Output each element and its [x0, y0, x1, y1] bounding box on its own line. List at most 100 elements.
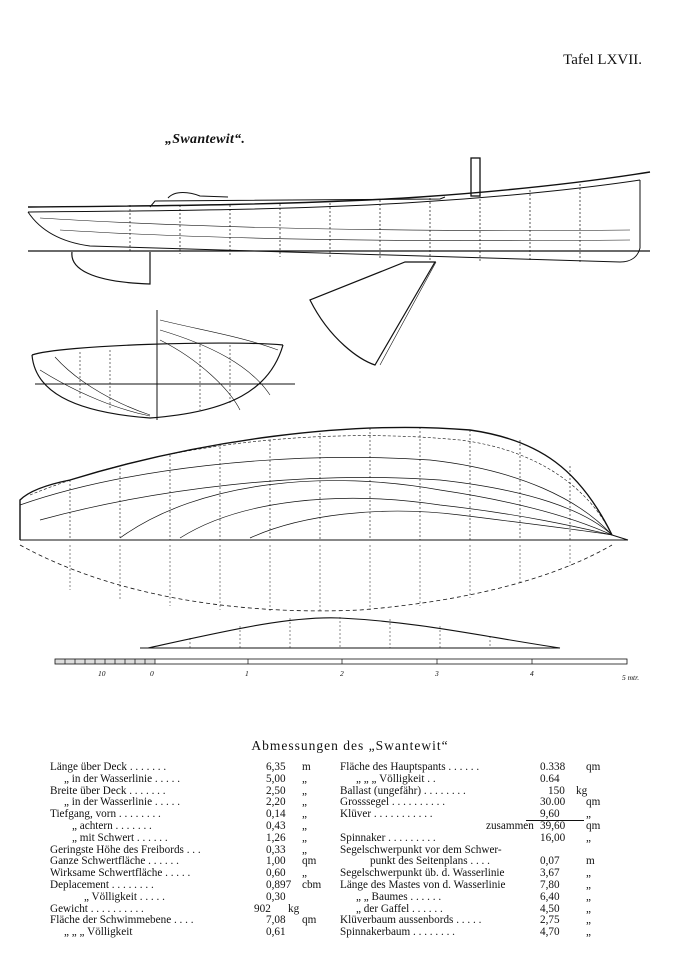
row-unit: kg [288, 902, 300, 915]
row-label: Grosssegel . . . . . . . . . . [340, 796, 446, 809]
row-label: Fläche des Hauptspants . . . . . . [340, 761, 480, 773]
row-unit: m [586, 855, 595, 868]
table-row: Spinnakerbaum . . . . . . . . 4,70 „ [340, 926, 640, 939]
table-row: Spinnaker . . . . . . . . . 16,00 „ [340, 831, 640, 845]
table-row: „ der Gaffel . . . . . . 4,50 „ [340, 902, 640, 916]
table-row: Grosssegel . . . . . . . . . . 30.00 qm [340, 797, 640, 809]
profile-view [27, 157, 651, 366]
row-label: „ Völligkeit . . . . . [84, 890, 165, 903]
row-value: 4,70 [540, 926, 560, 939]
row-value: 0,61 [266, 926, 286, 939]
body-plan [31, 310, 295, 420]
row-value: 902 [254, 902, 271, 915]
table-row: Gewicht . . . . . . . . . . 902 kg [50, 902, 340, 916]
row-value: 0,43 [266, 819, 286, 832]
row-unit: „ [302, 819, 307, 832]
row-unit: qm [302, 914, 317, 927]
row-value: 0,14 [266, 808, 286, 821]
row-value: 6,35 [266, 761, 286, 773]
row-label: Spinnaker . . . . . . . . . [340, 831, 436, 844]
table-row: „ „ „ Völligkeit . .0.64 [340, 772, 640, 786]
table-row: Fläche des Hauptspants . . . . . . 0.338 q… [340, 761, 640, 774]
row-value: 0,897 [266, 878, 292, 891]
table-row: „ in der Wasserlinie . . . . . 2,20 „ [50, 797, 340, 809]
row-unit: m [302, 761, 311, 773]
row-label: Wirksame Schwertfläche . . . . . [50, 867, 191, 880]
row-unit: „ [302, 831, 307, 844]
scale-label: 2 [340, 669, 344, 678]
row-unit: „ [302, 796, 307, 809]
table-row: Länge des Mastes von d. Wasserlinie 7,80 „ [340, 878, 640, 892]
row-unit: „ [302, 808, 307, 821]
row-unit: „ [586, 808, 591, 821]
row-value: 1,00 [266, 855, 286, 868]
sum-underline [526, 820, 584, 822]
row-label: Segelschwerpunkt üb. d. Wasserlinie [340, 867, 505, 880]
row-value: 2,50 [266, 784, 286, 797]
row-value: 0.64 [540, 772, 560, 785]
row-unit: kg [576, 784, 588, 797]
row-label: Segelschwerpunkt vor dem Schwer- [340, 843, 502, 856]
row-label: „ in der Wasserlinie . . . . . [64, 796, 181, 809]
row-unit: „ [586, 831, 591, 844]
row-label: Ganze Schwertfläche . . . . . . [50, 855, 179, 868]
scale-label: 3 [434, 669, 439, 678]
row-unit: „ [586, 878, 591, 891]
row-label: Fläche der Schwimmebene . . . . [50, 914, 194, 927]
table-row: Ganze Schwertfläche . . . . . . 1,00 qm [50, 856, 340, 868]
row-value: 6,40 [540, 890, 560, 903]
row-label: Länge über Deck . . . . . . . [50, 761, 167, 773]
row-label: Breite über Deck . . . . . . . [50, 784, 166, 797]
row-value: 39,60 [540, 819, 566, 832]
scale-label: 1 [245, 669, 249, 678]
row-label: „ in der Wasserlinie . . . . . [64, 772, 181, 785]
row-unit: „ [586, 914, 591, 927]
row-unit: cbm [302, 878, 322, 891]
table-row: Klüver . . . . . . . . . . .9,60„ [340, 808, 640, 822]
row-value: 4,50 [540, 902, 560, 915]
table-row: Breite über Deck . . . . . . . 2,50 „ [50, 784, 340, 798]
row-label: zusammen [486, 819, 534, 832]
row-unit: qm [586, 761, 601, 773]
row-unit: „ [302, 784, 307, 797]
row-value: 0,60 [266, 867, 286, 880]
row-value: 30.00 [540, 796, 566, 809]
row-value: 0,07 [540, 855, 560, 868]
lines-plan-drawing: 10 0 1 2 3 4 5 mtr. [19, 157, 651, 682]
row-label: Klüverbaum aussenbords . . . . . [340, 914, 482, 927]
row-value: 0,33 [266, 843, 286, 856]
row-value: 2,75 [540, 914, 560, 927]
scale-label: 4 [530, 669, 534, 678]
row-label: Spinnakerbaum . . . . . . . . [340, 926, 455, 939]
row-label: Tiefgang, vorn . . . . . . . . [50, 808, 161, 821]
row-value: 16,00 [540, 831, 566, 844]
row-value: 5,00 [266, 772, 286, 785]
table-row: Länge über Deck . . . . . . . 6,35 m [50, 761, 340, 774]
row-unit: „ [302, 867, 307, 880]
row-unit: „ [586, 926, 591, 939]
row-label: „ „ Baumes . . . . . . [356, 890, 442, 903]
row-value: 2,20 [266, 796, 286, 809]
row-label: Länge des Mastes von d. Wasserlinie [340, 878, 506, 891]
row-unit: qm [302, 855, 317, 868]
row-label: Ballast (ungefähr) . . . . . . . . [340, 784, 466, 797]
table-row: „ mit Schwert . . . . . .1,26„ [50, 831, 340, 845]
row-label: „ der Gaffel . . . . . . [356, 902, 443, 915]
row-unit: „ [586, 902, 591, 915]
row-label: „ mit Schwert . . . . . . [72, 831, 168, 844]
table-row: Wirksame Schwertfläche . . . . . 0,60 „ [50, 867, 340, 880]
scale-label: 0 [150, 669, 154, 678]
row-value: 7,80 [540, 878, 560, 891]
row-unit: qm [586, 796, 601, 809]
row-unit: „ [302, 843, 307, 856]
scale-label: 5 mtr. [622, 673, 639, 682]
table-row: Segelschwerpunkt vor dem Schwer- [340, 843, 640, 857]
table-row: Tiefgang, vorn . . . . . . . . 0,14 „ [50, 808, 340, 821]
row-label: Gewicht . . . . . . . . . . [50, 902, 144, 915]
row-value: 0.338 [540, 761, 566, 773]
table-row: Geringste Höhe des Freibords . . .0,33„ [50, 843, 340, 857]
